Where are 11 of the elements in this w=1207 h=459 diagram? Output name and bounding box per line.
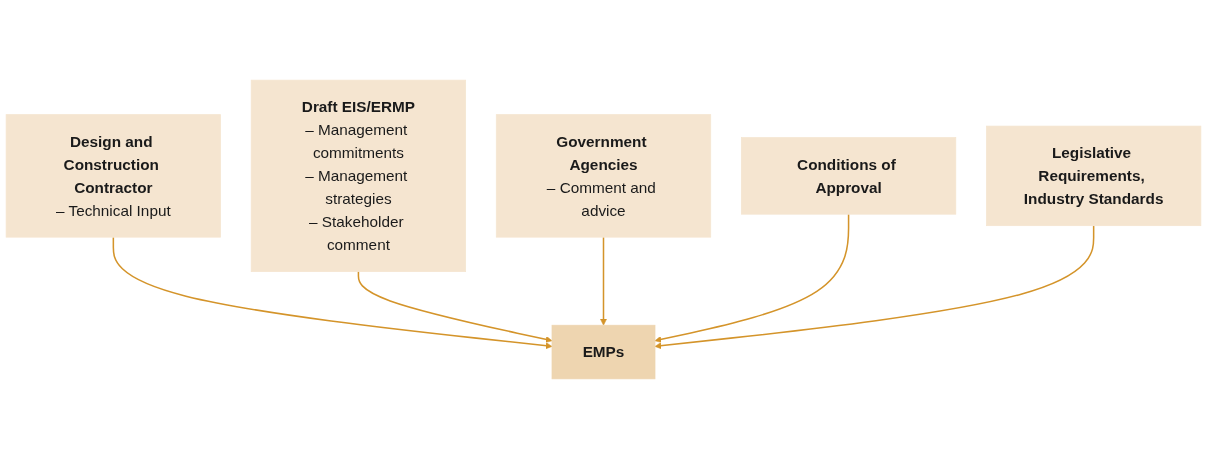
- node-box: Conditions of Approval: [740, 137, 957, 215]
- node-box: Legislative Requirements, Industry Standards: [986, 125, 1202, 227]
- arrow: [654, 224, 1095, 350]
- arrow: [600, 236, 607, 326]
- arrow: [357, 270, 553, 343]
- node-box: EMPs: [551, 324, 656, 380]
- arrow: [112, 236, 553, 350]
- arrow: [654, 213, 850, 343]
- node-box: Government Agencies – Comment and advice: [495, 114, 712, 238]
- node-box: Design and Construction Contractor – Technical Input: [5, 114, 221, 238]
- node-box: Draft EIS/ERMP – Management commitments – Management strategies – Stakeholder comment: [250, 79, 467, 272]
